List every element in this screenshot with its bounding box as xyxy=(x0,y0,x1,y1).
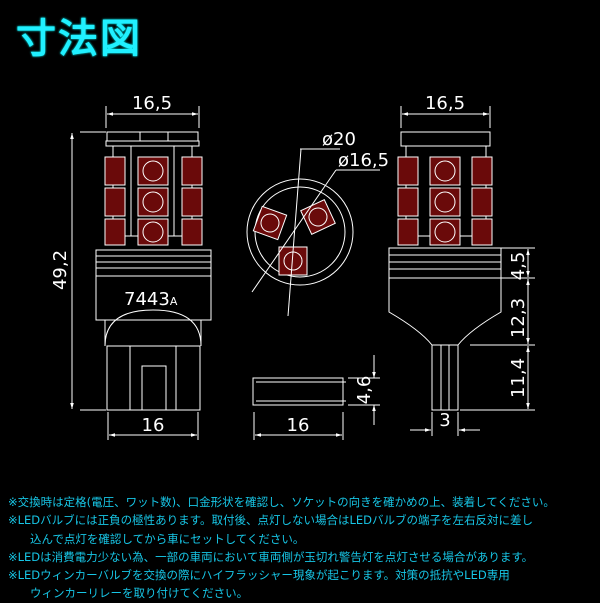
page-title: 寸法図 xyxy=(16,16,142,62)
collar-height-label: 4,5 xyxy=(508,252,529,281)
inner-diameter-label: ø16,5 xyxy=(338,150,389,171)
height-total-label: 49,2 xyxy=(50,250,71,290)
front-view-bulb: 16,5 4,5 12,3 11,4 3 xyxy=(388,93,535,436)
note-4: ※LEDウィンカーバルブを交換の際にハイフラッシャー現象が起こります。対策の抵抗… xyxy=(8,568,510,583)
base-width-label: 16 xyxy=(287,415,310,436)
front-width-top-label: 16,5 xyxy=(425,93,465,114)
width-base-label: 16 xyxy=(142,415,165,436)
note-4-cont: ウィンカーリレーを取り付けてください。 xyxy=(30,586,249,601)
terminal-width-label: 3 xyxy=(439,410,450,431)
note-1: ※交換時は定格(電圧、ワット数)、口金形状を確認し、ソケットの向きを確かめの上、… xyxy=(8,495,555,509)
base-thickness-label: 4,6 xyxy=(354,376,375,405)
note-3: ※LEDは消費電力少ない為、一部の車両において車両側が玉切れ警告灯を点灯させる場… xyxy=(8,549,534,564)
dimension-drawing: 16,5 7443A 49,2 16 xyxy=(50,93,535,440)
note-2: ※LEDバルブには正負の極性あります。取付後、点灯しない場合はLEDバルブの端子… xyxy=(8,513,534,528)
side-view-bulb: 16,5 7443A 49,2 16 xyxy=(50,93,212,440)
width-top-label: 16,5 xyxy=(132,93,172,114)
top-view: ø20 ø16,5 xyxy=(246,129,389,317)
notes: ※交換時は定格(電圧、ワット数)、口金形状を確認し、ソケットの向きを確かめの上、… xyxy=(8,493,598,603)
base-height-label: 11,4 xyxy=(508,358,529,398)
base-view: 16 4,6 xyxy=(252,355,380,440)
outer-diameter-label: ø20 xyxy=(322,129,356,150)
body-height-label: 12,3 xyxy=(508,298,529,338)
model-label: 7443A xyxy=(124,289,178,310)
note-2-cont: 込んで点灯を確認してから車にセットしてください。 xyxy=(30,531,305,546)
